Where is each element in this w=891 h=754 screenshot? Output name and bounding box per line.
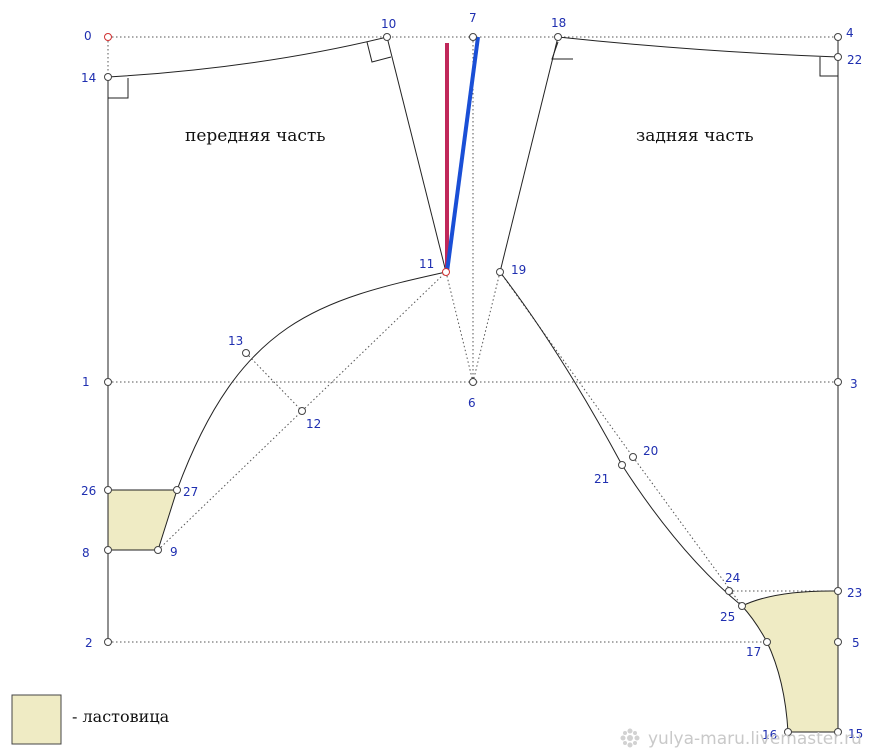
construction-points — [104, 33, 842, 736]
point-23 — [834, 587, 842, 595]
point-labels: 0 14 1 26 8 2 27 9 13 12 10 11 7 6 19 18… — [81, 11, 863, 742]
label-23: 23 — [847, 586, 862, 600]
point-27 — [173, 486, 181, 494]
point-18 — [554, 33, 562, 41]
point-7 — [469, 33, 477, 41]
label-3: 3 — [850, 377, 858, 391]
label-16: 16 — [762, 728, 777, 742]
front-piece-title: передняя часть — [185, 126, 326, 146]
label-4: 4 — [846, 26, 854, 40]
right-angle-14 — [108, 78, 129, 99]
point-24 — [725, 587, 733, 595]
point-26 — [104, 486, 112, 494]
label-21: 21 — [594, 472, 609, 486]
point-21 — [618, 461, 626, 469]
back-dart-18-19 — [499, 36, 559, 273]
watermark-flower-icon — [620, 728, 640, 748]
point-22 — [834, 53, 842, 61]
watermark: yulya-maru.livemaster.ru — [620, 728, 862, 749]
point-19 — [496, 268, 504, 276]
label-2: 2 — [85, 636, 93, 650]
point-4 — [834, 33, 842, 41]
front-dart-10-11 — [386, 36, 447, 273]
bisector-13-12 — [245, 352, 303, 412]
front-crotch-curve — [176, 271, 447, 491]
label-11: 11 — [419, 257, 434, 271]
label-24: 24 — [725, 571, 740, 585]
point-11 — [442, 268, 450, 276]
dart-back-leg — [472, 271, 501, 383]
label-14: 14 — [81, 71, 96, 85]
label-25: 25 — [720, 610, 735, 624]
label-5: 5 — [852, 636, 860, 650]
label-1: 1 — [82, 375, 90, 389]
point-17 — [763, 638, 771, 646]
point-25 — [738, 602, 746, 610]
label-15: 15 — [848, 727, 863, 741]
label-26: 26 — [81, 484, 96, 498]
label-8: 8 — [82, 546, 90, 560]
point-20 — [629, 453, 637, 461]
label-9: 9 — [170, 545, 178, 559]
label-7: 7 — [469, 11, 477, 25]
contour-lines — [107, 36, 839, 732]
label-20: 20 — [643, 444, 658, 458]
point-0 — [104, 33, 112, 41]
back-crotch-curve — [499, 271, 743, 607]
right-angle-18 — [551, 41, 573, 60]
point-8 — [104, 546, 112, 554]
label-17: 17 — [746, 645, 761, 659]
label-18: 18 — [551, 16, 566, 30]
watermark-text: yulya-maru.livemaster.ru — [648, 729, 862, 749]
legend-gusset-swatch — [11, 694, 62, 745]
point-2 — [104, 638, 112, 646]
point-3 — [834, 378, 842, 386]
gussets — [107, 489, 839, 733]
point-1 — [104, 378, 112, 386]
label-19: 19 — [511, 263, 526, 277]
back-diagonal-20-24 — [632, 456, 743, 607]
back-piece-title: задняя часть — [636, 126, 754, 146]
front-waist-curve — [107, 36, 388, 78]
point-10 — [383, 33, 391, 41]
point-6 — [469, 378, 477, 386]
point-13 — [242, 349, 250, 357]
right-angle-10 — [366, 41, 392, 63]
back-center-line — [445, 36, 480, 273]
point-12 — [298, 407, 306, 415]
label-22: 22 — [847, 53, 862, 67]
label-6: 6 — [468, 396, 476, 410]
dart-front-leg — [445, 271, 474, 383]
legend: - ластовица — [11, 694, 170, 745]
point-14 — [104, 73, 112, 81]
right-angle-22 — [819, 57, 838, 77]
point-15 — [834, 728, 842, 736]
label-12: 12 — [306, 417, 321, 431]
back-gusset — [741, 590, 839, 733]
label-13: 13 — [228, 334, 243, 348]
label-27: 27 — [183, 485, 198, 499]
point-9 — [154, 546, 162, 554]
back-waist-curve — [557, 36, 839, 58]
point-5 — [834, 638, 842, 646]
back-diagonal-19-23 — [499, 271, 634, 458]
label-10: 10 — [381, 17, 396, 31]
right-angle-markers — [108, 41, 838, 99]
point-16 — [784, 728, 792, 736]
label-0: 0 — [84, 29, 92, 43]
legend-gusset-label: - ластовица — [72, 707, 170, 726]
